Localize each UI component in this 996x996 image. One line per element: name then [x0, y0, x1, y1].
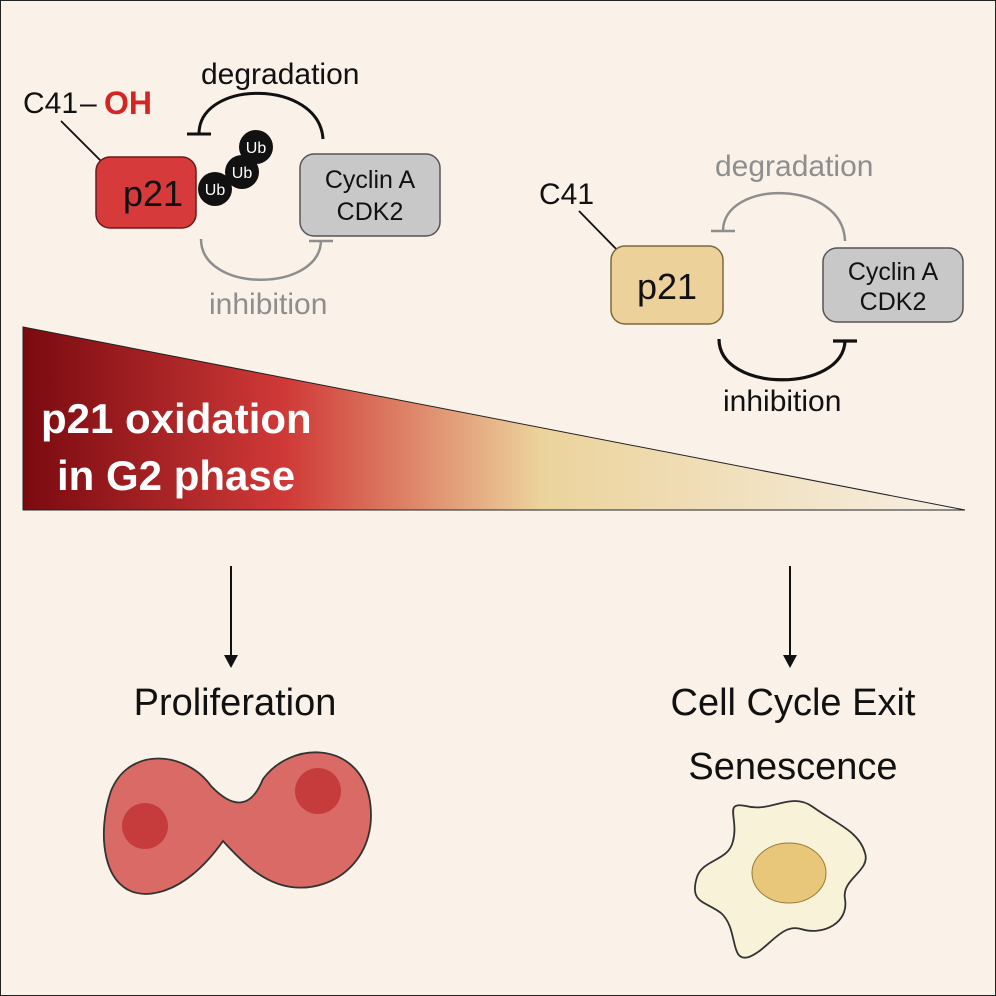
inhibition-arrow-oxidized [199, 238, 323, 281]
degradation-arrow-reduced [721, 192, 847, 242]
cell-cycle-exit-label: Cell Cycle Exit [671, 682, 916, 724]
degradation-label-oxidized: degradation [201, 58, 359, 91]
c41-pointer-line-reduced [578, 210, 624, 257]
c41-pointer-line-oxidized [60, 120, 102, 162]
senescent-nucleus [751, 842, 827, 904]
ubiquitin-icon [239, 130, 273, 164]
inhibition-label-oxidized: inhibition [209, 288, 327, 321]
ubiquitin-chain: Ub Ub Ub [198, 130, 273, 206]
degradation-label-reduced: degradation [715, 150, 873, 183]
cyclin-a-cdk2-box-reduced [822, 247, 964, 323]
oh-modification-label: OH [104, 85, 152, 121]
senescent-cell-icon [694, 800, 867, 959]
ubiquitin-label: Ub [232, 165, 253, 182]
ubiquitin-label: Ub [205, 182, 226, 199]
nucleus-right [295, 768, 341, 814]
p21-oxidized-label: p21 [123, 173, 183, 214]
degradation-arrow-oxidized [197, 91, 325, 140]
cyclin-a-cdk2-box-oxidized [299, 153, 441, 237]
proliferation-label: Proliferation [134, 682, 337, 724]
gradient-title-line2: in G2 phase [57, 452, 295, 499]
ubiquitin-icon [225, 155, 259, 189]
outcome-arrows [224, 566, 797, 668]
reduced-state-panel: degradation C41 p21 Cyclin A CDK2 inhibi… [539, 150, 964, 418]
dividing-cell-icon [102, 751, 372, 895]
cyclin-a-label-oxidized: Cyclin A [325, 166, 416, 194]
cdk2-label-oxidized: CDK2 [337, 198, 404, 226]
gradient-wedge [22, 326, 966, 511]
cyclin-a-label-reduced: Cyclin A [848, 258, 939, 286]
ubiquitin-icon [198, 172, 232, 206]
gradient-title-line1: p21 oxidation [41, 395, 312, 442]
arrowhead-right-icon [783, 655, 797, 668]
c41-label-oxidized: C41– [23, 87, 97, 120]
inhibition-arrow-reduced [717, 338, 847, 382]
inhibition-label-reduced: inhibition [723, 385, 841, 418]
arrowhead-left-icon [224, 655, 238, 668]
oxidized-state-panel: C41– OH degradation p21 Ub Ub Ub Cyclin … [23, 58, 441, 321]
senescence-label: Senescence [688, 746, 897, 788]
cdk2-label-reduced: CDK2 [860, 288, 927, 316]
nucleus-left [122, 803, 168, 849]
p21-reduced-box [610, 245, 724, 325]
c41-label-reduced: C41 [539, 178, 594, 211]
p21-reduced-label: p21 [637, 266, 697, 307]
oxidation-gradient: p21 oxidation in G2 phase [22, 326, 966, 511]
ubiquitin-label: Ub [246, 140, 267, 157]
p21-oxidized-box [95, 156, 197, 229]
